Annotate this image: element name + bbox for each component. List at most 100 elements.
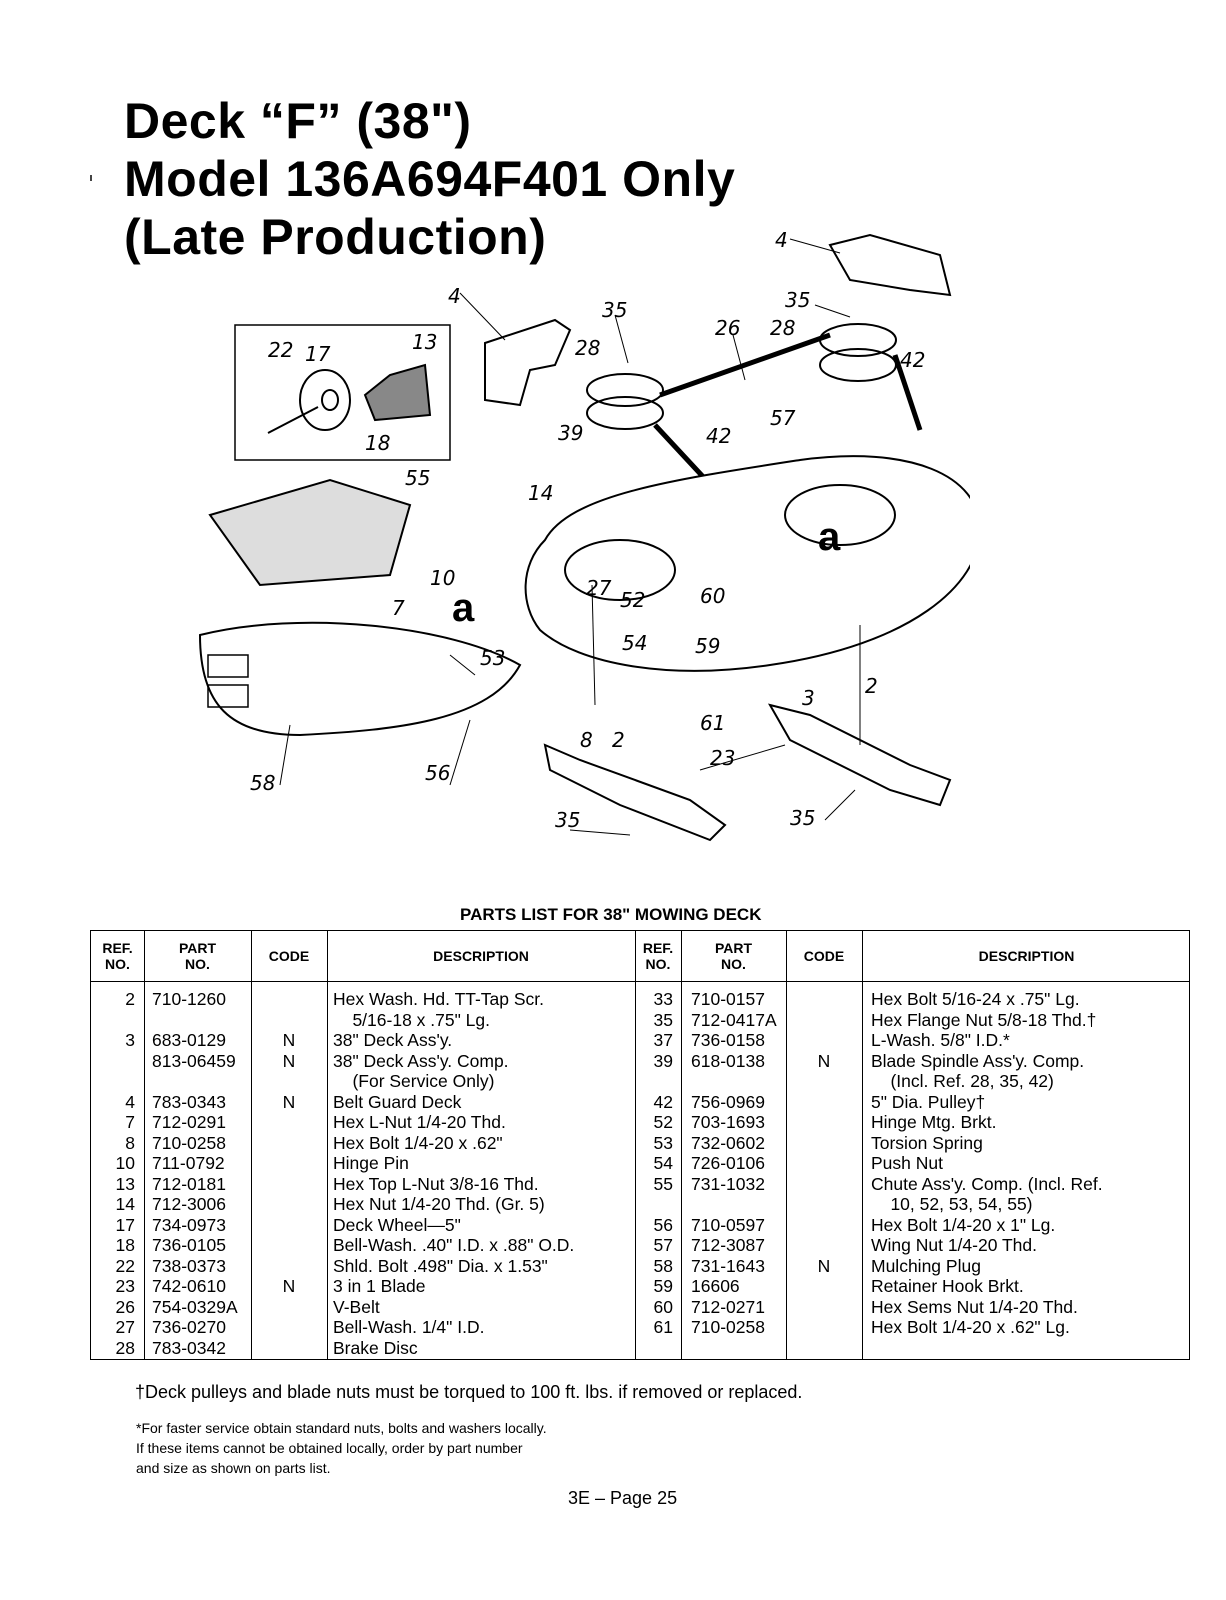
table-cell-desc: Deck Wheel—5" xyxy=(333,1214,461,1235)
table-cell-ref: 27 xyxy=(115,1317,135,1337)
table-cell-code xyxy=(786,1133,862,1154)
table-cell-part: 734-0973 xyxy=(152,1214,226,1235)
table-cell-part: 712-0271 xyxy=(691,1296,765,1317)
table-cell-part: 738-0373 xyxy=(152,1255,226,1276)
table-cell-part xyxy=(152,1010,250,1031)
table-cell-desc: 10, 52, 53, 54, 55) xyxy=(871,1194,1033,1214)
table-cell-part: 710-0597 xyxy=(691,1214,765,1235)
deck-shell-shape xyxy=(524,455,970,672)
title-line-3: (Late Production) xyxy=(124,209,547,265)
table-cell-ref: 3 xyxy=(125,1030,135,1050)
callout: 13 xyxy=(412,330,437,354)
blade-left-shape xyxy=(543,743,727,842)
deck-wheel-shape xyxy=(299,369,351,431)
table-cell-code xyxy=(786,1092,862,1113)
table-cell-ref: 39 xyxy=(653,1050,673,1071)
table-cell-code xyxy=(786,1317,862,1338)
table-cell-desc: Wing Nut 1/4-20 Thd. xyxy=(871,1235,1038,1255)
table-cell-code xyxy=(251,1153,327,1174)
table-cell-ref: 54 xyxy=(653,1153,673,1173)
table-cell-ref: 61 xyxy=(653,1317,673,1337)
callout: 4 xyxy=(775,228,788,252)
table-cell-code xyxy=(786,1297,862,1318)
table-cell-code xyxy=(251,1133,327,1154)
belt-guard-right-shape xyxy=(828,233,952,297)
table-cell-ref: 53 xyxy=(653,1132,673,1153)
title-line-1: Deck “F” (38") xyxy=(124,93,472,149)
table-cell-part: 731-1032 xyxy=(691,1173,765,1194)
table-cell-part: 754-0329A xyxy=(152,1296,238,1317)
table-cell-ref xyxy=(93,1051,135,1072)
table-cell-code xyxy=(251,1194,327,1215)
table-cell-part: 742-0610 xyxy=(152,1276,226,1296)
belt-guard-left-shape xyxy=(484,318,572,407)
callout: 42 xyxy=(900,348,925,372)
table-cell-code xyxy=(251,1317,327,1338)
table-cell-ref: 4 xyxy=(125,1091,135,1112)
table-cell-code xyxy=(786,1194,862,1215)
table-cell-part: 731-1643 xyxy=(691,1255,765,1276)
table-cell-part: 712-0417A xyxy=(691,1009,777,1030)
table-cell-desc: Hex Bolt 1/4-20 x 1" Lg. xyxy=(871,1214,1056,1235)
table-cell-code xyxy=(251,1256,327,1277)
table-cell-part: 710-0157 xyxy=(691,989,765,1009)
table-cell-part: 712-3006 xyxy=(152,1194,226,1214)
left-description-column: Hex Wash. Hd. TT-Tap Scr. 5/16-18 x .75"… xyxy=(333,989,633,1358)
table-cell-desc: Hex Bolt 1/4-20 x .62" xyxy=(333,1132,503,1153)
table-cell-part: 712-0181 xyxy=(152,1173,226,1194)
table-cell-ref: 2 xyxy=(125,989,135,1009)
parts-list-heading: PARTS LIST FOR 38" MOWING DECK xyxy=(460,905,762,924)
table-cell-ref: 14 xyxy=(115,1194,135,1214)
exploded-parts-diagram: 4 4 35 35 26 28 28 42 42 22 17 13 18 39 … xyxy=(198,228,970,842)
reference-letter: a xyxy=(818,515,841,559)
table-cell-ref: 35 xyxy=(653,1009,673,1030)
table-cell-desc: V-Belt xyxy=(333,1296,380,1317)
table-cell-part: 783-0343 xyxy=(152,1091,226,1112)
table-cell-part: 726-0106 xyxy=(691,1153,765,1173)
callout: 58 xyxy=(250,771,275,795)
page-number: 3E – Page 25 xyxy=(568,1488,678,1508)
callout: 3 xyxy=(802,686,815,710)
callout: 28 xyxy=(770,316,795,340)
table-cell-desc: (Incl. Ref. 28, 35, 42) xyxy=(871,1071,1054,1091)
header-description: DESCRIPTION xyxy=(978,948,1075,964)
table-cell-part: 736-0105 xyxy=(152,1235,226,1255)
table-cell-code xyxy=(251,1235,327,1256)
callout: 17 xyxy=(305,342,331,366)
table-cell-part: 618-0138 xyxy=(691,1050,765,1071)
callout: 22 xyxy=(268,338,293,362)
table-cell-desc: Hex Nut 1/4-20 Thd. (Gr. 5) xyxy=(333,1194,545,1214)
table-cell-code: N xyxy=(282,1030,296,1050)
callout: 7 xyxy=(392,596,405,620)
table-cell-ref: 58 xyxy=(653,1255,673,1276)
callout: 26 xyxy=(715,316,740,340)
table-cell-ref: 26 xyxy=(115,1296,135,1317)
table-cell-part: 736-0158 xyxy=(691,1030,765,1050)
table-cell-code: N xyxy=(282,1050,296,1071)
table-cell-part: 736-0270 xyxy=(152,1317,226,1337)
callout: 56 xyxy=(425,761,450,785)
table-cell-ref: 17 xyxy=(115,1214,135,1235)
table-cell-ref: 60 xyxy=(653,1296,673,1317)
title-line-2: Model 136A694F401 Only xyxy=(124,151,736,207)
table-cell-desc: Shld. Bolt .498" Dia. x 1.53" xyxy=(333,1255,548,1276)
table-cell-code: N xyxy=(817,1255,831,1276)
table-cell-ref: 7 xyxy=(125,1112,135,1132)
table-cell-desc: 38" Deck Ass'y. Comp. xyxy=(333,1050,509,1071)
callout: 54 xyxy=(622,631,647,655)
table-cell-desc: Chute Ass'y. Comp. (Incl. Ref. xyxy=(871,1173,1103,1194)
table-cell-desc: 5/16-18 x .75" Lg. xyxy=(333,1009,491,1030)
table-cell-desc: Torsion Spring xyxy=(871,1132,983,1153)
right-description-column: Hex Bolt 5/16-24 x .75" Lg.Hex Flange Nu… xyxy=(871,989,1189,1338)
table-cell-ref: 13 xyxy=(115,1173,135,1194)
table-cell-code xyxy=(251,989,327,1010)
table-cell-code xyxy=(786,1174,862,1195)
table-cell-ref: 23 xyxy=(115,1276,135,1296)
table-cell-ref: 8 xyxy=(125,1132,135,1153)
mulching-plug-shape xyxy=(198,621,522,737)
